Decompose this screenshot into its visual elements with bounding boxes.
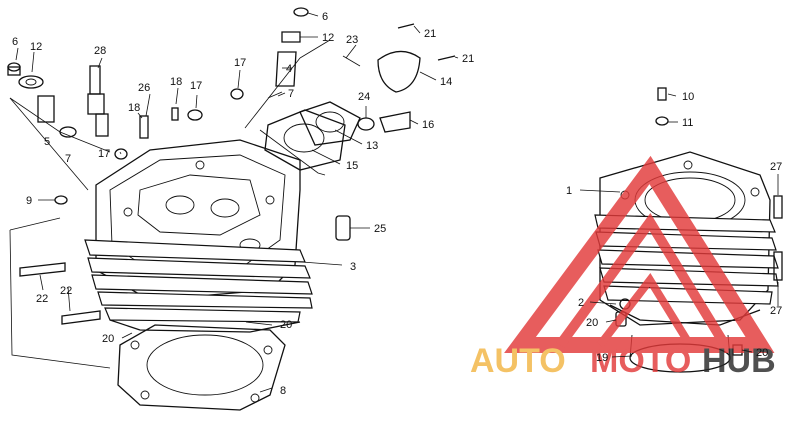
callout-labels: 6 12 5 7 28 26 18 17 18 17 17 9 22 22 20… [12, 11, 782, 397]
watermark-word-hub: HUB [702, 342, 776, 380]
callout-4: 4 [286, 63, 292, 75]
callout-27: 27 [770, 305, 782, 317]
callout-8: 8 [280, 385, 286, 397]
callout-16: 16 [422, 119, 434, 131]
callout-19: 19 [596, 352, 608, 364]
callout-25: 25 [374, 223, 386, 235]
callout-26: 26 [138, 82, 150, 94]
watermark-logo: AUTO MOTO HUB [470, 155, 776, 380]
callout-18: 18 [128, 102, 140, 114]
callout-20: 20 [586, 317, 598, 329]
callout-1: 1 [566, 185, 572, 197]
cylinder-head [19, 139, 313, 333]
callout-12: 12 [322, 32, 334, 44]
callout-23: 23 [346, 34, 358, 46]
callout-22: 22 [36, 293, 48, 305]
callout-17: 17 [234, 57, 246, 69]
callout-17: 17 [190, 80, 202, 92]
callout-22: 22 [60, 285, 72, 297]
callout-15: 15 [346, 160, 358, 172]
callout-28: 28 [94, 45, 106, 57]
callout-17: 17 [98, 148, 110, 160]
spark-plug [87, 65, 109, 137]
callout-20: 20 [102, 333, 114, 345]
callout-11: 11 [682, 117, 693, 129]
callout-2: 2 [578, 297, 584, 309]
callout-6: 6 [12, 36, 18, 48]
watermark-word-auto: AUTO [470, 342, 566, 380]
head-gasket [117, 324, 286, 411]
callout-27: 27 [770, 161, 782, 173]
callout-7: 7 [65, 153, 71, 165]
callout-9: 9 [26, 195, 32, 207]
callout-20: 20 [280, 319, 292, 331]
intake-parts [264, 23, 456, 171]
callout-5: 5 [44, 136, 50, 148]
callout-14: 14 [440, 76, 452, 88]
callout-10: 10 [682, 91, 694, 103]
callout-6: 6 [322, 11, 328, 23]
valve-parts-left [7, 62, 77, 138]
watermark-word-moto: MOTO [590, 342, 691, 380]
callout-12: 12 [30, 41, 42, 53]
callout-21: 21 [462, 53, 474, 65]
callout-20: 20 [756, 347, 768, 359]
callout-3: 3 [350, 261, 356, 273]
callout-21: 21 [424, 28, 436, 40]
callout-7: 7 [288, 88, 294, 100]
callout-18: 18 [170, 76, 182, 88]
callout-24: 24 [358, 91, 370, 103]
valve-parts-right [267, 7, 309, 99]
callout-13: 13 [366, 140, 378, 152]
leader-lines [9, 12, 779, 393]
watermark-triangle [504, 155, 775, 353]
